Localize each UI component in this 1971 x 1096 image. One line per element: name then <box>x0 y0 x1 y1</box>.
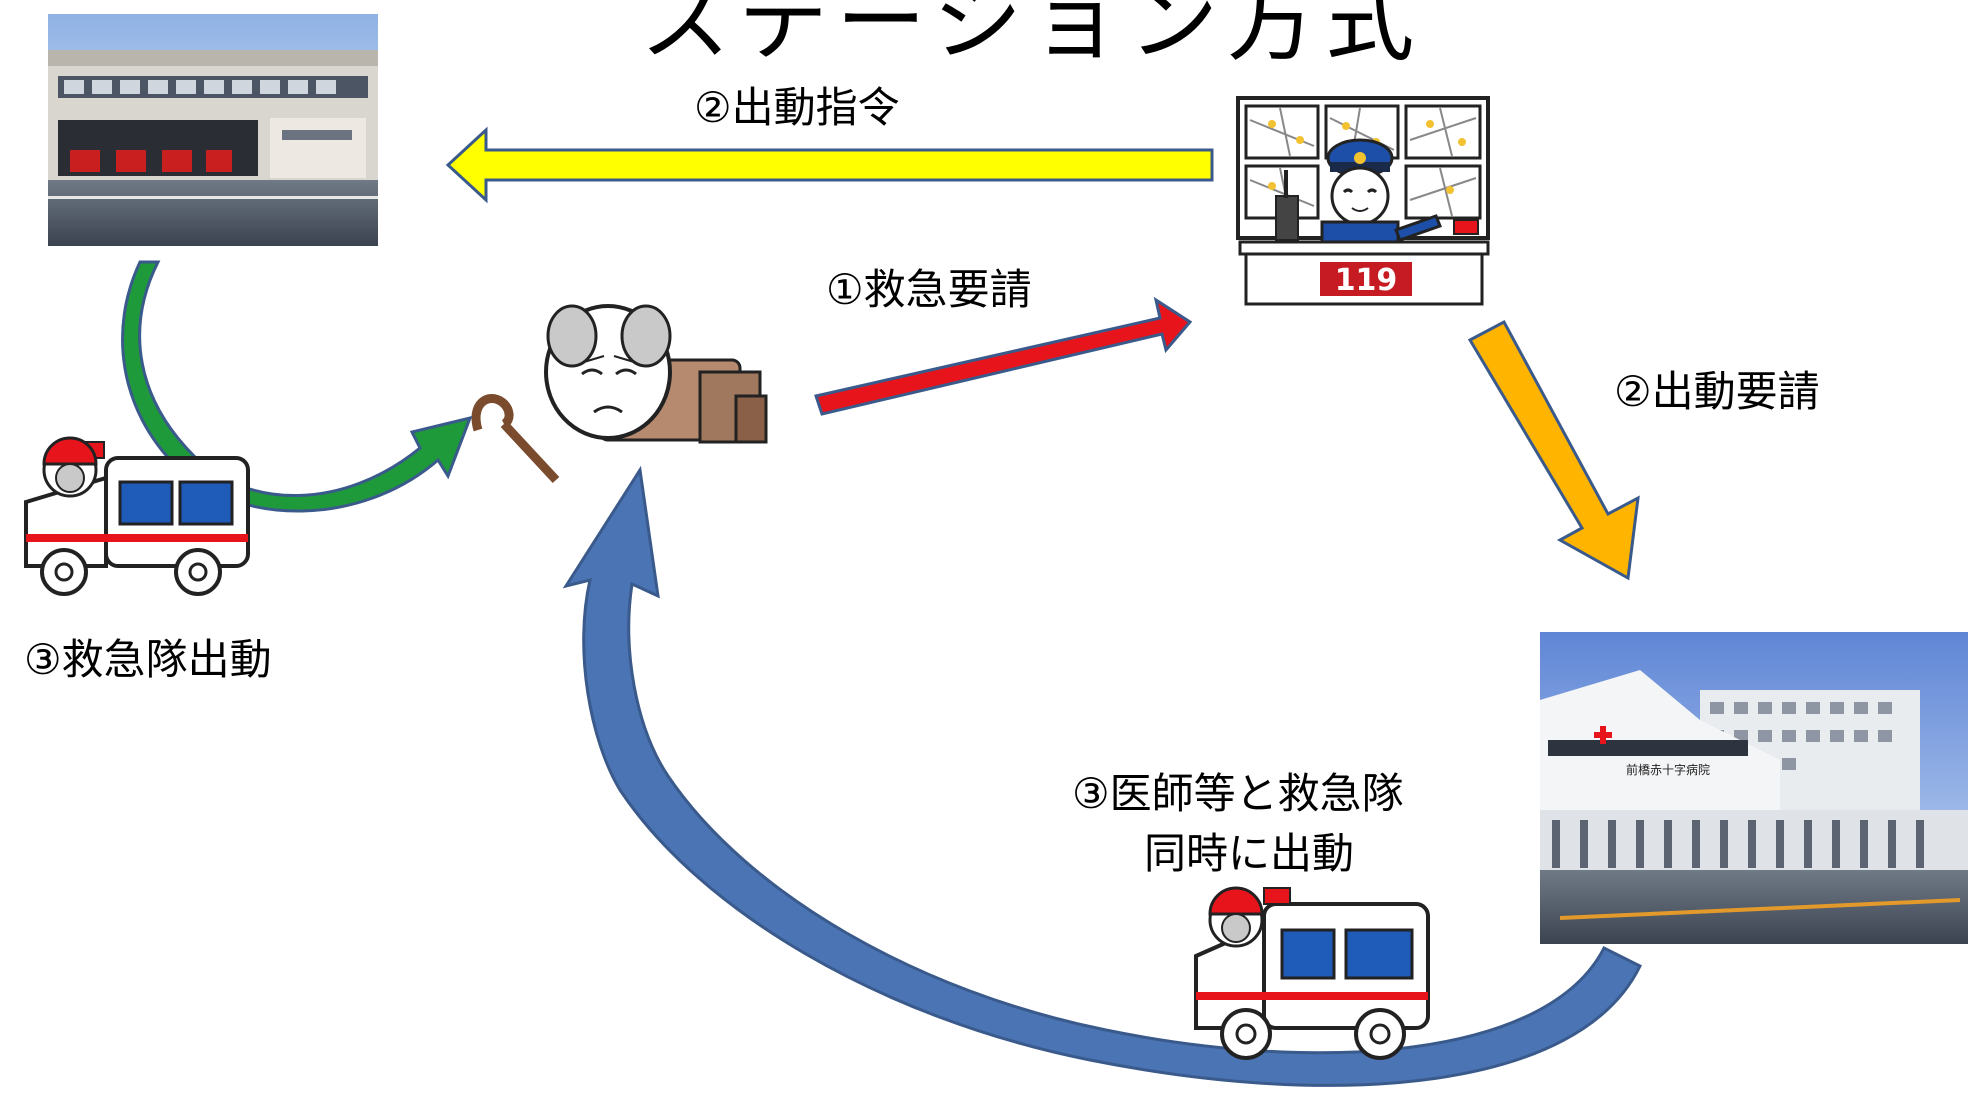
emergency-request-label: ①救急要請 <box>826 265 1032 314</box>
ambulance-dispatch-arrow <box>121 260 473 513</box>
doctor-dispatch-arrow <box>562 465 1642 1087</box>
fire-station-image <box>48 14 378 246</box>
dispatch-order-arrow <box>445 126 1214 204</box>
dispatch-request-label: ②出動要請 <box>1614 367 1820 416</box>
dispatch-sign-119: 119 <box>1335 263 1398 298</box>
doctor-dispatch-label-line2: 同時に出動 <box>1144 829 1355 878</box>
diagram-title: ステーション方式 <box>640 0 1423 74</box>
doctor-dispatch-label-line1: ③医師等と救急隊 <box>1072 769 1404 818</box>
dispatch-center-illustration: 119 <box>1236 96 1490 306</box>
dispatch-request-arrow <box>1467 319 1640 581</box>
emergency-request-arrow <box>814 296 1193 416</box>
patient-illustration <box>471 304 768 484</box>
ambulance-illustration-left <box>24 436 250 596</box>
ambulance-dispatch-label: ③救急隊出動 <box>24 635 272 684</box>
dispatch-order-label: ②出動指令 <box>694 83 900 132</box>
hospital-image: 前橋赤十字病院 <box>1540 632 1968 944</box>
hospital-sign: 前橋赤十字病院 <box>1626 762 1710 777</box>
ambulance-illustration-right <box>1194 886 1430 1060</box>
